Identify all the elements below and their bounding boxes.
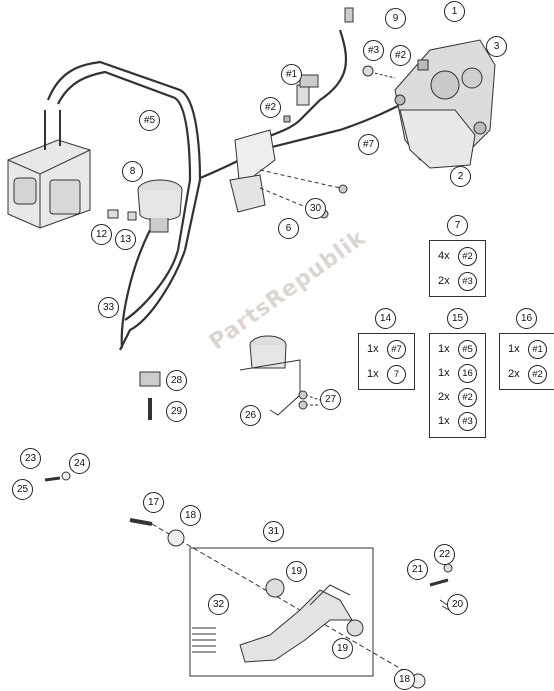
callout-12[interactable]: 12 bbox=[91, 224, 112, 245]
kit-15-row: 1x #5 bbox=[430, 340, 485, 362]
kit-qty: 1x bbox=[367, 343, 379, 355]
washer-icon bbox=[61, 471, 71, 481]
kit-16-row: 1x #1 bbox=[500, 340, 554, 362]
kit-qty: 1x bbox=[438, 367, 450, 379]
switch-icon bbox=[139, 371, 161, 387]
callout-19b[interactable]: 19 bbox=[332, 638, 353, 659]
callout-17[interactable]: 17 bbox=[143, 492, 164, 513]
callout-9[interactable]: 9 bbox=[385, 8, 406, 29]
kit-15-row: 2x #2 bbox=[430, 388, 485, 410]
callout-hash-2-mid[interactable]: #2 bbox=[260, 97, 281, 118]
kit-ref[interactable]: #2 bbox=[458, 388, 477, 407]
kit-qty: 2x bbox=[438, 391, 450, 403]
callout-18a[interactable]: 18 bbox=[180, 505, 201, 526]
hose-bracket-icon bbox=[229, 129, 348, 219]
kit-7-label[interactable]: 7 bbox=[447, 215, 468, 236]
reservoir-icon bbox=[107, 179, 183, 233]
kit-7-box: 4x #2 2x #3 bbox=[429, 240, 486, 297]
callout-29[interactable]: 29 bbox=[166, 401, 187, 422]
kit-ref[interactable]: #2 bbox=[458, 247, 477, 266]
kit-15-row: 1x #3 bbox=[430, 412, 485, 434]
callout-30[interactable]: 30 bbox=[305, 198, 326, 219]
kit-16-row: 2x #2 bbox=[500, 365, 554, 387]
bleeder-icon bbox=[44, 476, 61, 482]
brake-hose-icon bbox=[46, 29, 411, 351]
kit-7-row: 2x #3 bbox=[430, 272, 485, 294]
kit-qty: 4x bbox=[438, 250, 450, 262]
kit-qty: 2x bbox=[508, 368, 520, 380]
callout-19a[interactable]: 19 bbox=[286, 561, 307, 582]
kit-qty: 1x bbox=[508, 343, 520, 355]
kit-14-row: 1x 7 bbox=[359, 365, 414, 387]
kit-14-box: 1x #7 1x 7 bbox=[358, 333, 415, 390]
kit-16-label[interactable]: 16 bbox=[516, 308, 537, 329]
kit-ref[interactable]: #1 bbox=[528, 340, 547, 359]
kit-ref[interactable]: #5 bbox=[458, 340, 477, 359]
callout-21[interactable]: 21 bbox=[407, 559, 428, 580]
callout-20[interactable]: 20 bbox=[447, 594, 468, 615]
callout-8[interactable]: 8 bbox=[122, 161, 143, 182]
callout-22[interactable]: 22 bbox=[434, 544, 455, 565]
kit-ref[interactable]: #3 bbox=[458, 272, 477, 291]
callout-1[interactable]: 1 bbox=[444, 1, 465, 22]
abs-unit-icon bbox=[7, 110, 91, 229]
callout-23[interactable]: 23 bbox=[20, 448, 41, 469]
callout-hash-7[interactable]: #7 bbox=[358, 134, 379, 155]
kit-qty: 1x bbox=[438, 343, 450, 355]
kit-ref[interactable]: #3 bbox=[458, 412, 477, 431]
kit-16-box: 1x #1 2x #2 bbox=[499, 333, 554, 390]
callout-31[interactable]: 31 bbox=[263, 521, 284, 542]
brake-pedal-icon bbox=[239, 578, 364, 663]
kit-ref[interactable]: 16 bbox=[458, 364, 477, 383]
kit-qty: 1x bbox=[367, 368, 379, 380]
callout-6[interactable]: 6 bbox=[278, 218, 299, 239]
callout-25[interactable]: 25 bbox=[12, 479, 33, 500]
rear-reservoir-icon bbox=[239, 335, 321, 416]
callout-2[interactable]: 2 bbox=[450, 166, 471, 187]
spring-icon bbox=[192, 627, 216, 653]
callout-27[interactable]: 27 bbox=[320, 389, 341, 410]
callout-28[interactable]: 28 bbox=[166, 370, 187, 391]
callout-32[interactable]: 32 bbox=[208, 594, 229, 615]
kit-7-row: 4x #2 bbox=[430, 247, 485, 269]
assembly-31-frame bbox=[189, 547, 374, 677]
callout-24[interactable]: 24 bbox=[69, 453, 90, 474]
callout-hash-2-top[interactable]: #2 bbox=[390, 45, 411, 66]
kit-ref[interactable]: 7 bbox=[387, 365, 406, 384]
kit-qty: 1x bbox=[438, 415, 450, 427]
kit-ref[interactable]: #7 bbox=[387, 340, 406, 359]
callout-33[interactable]: 33 bbox=[98, 297, 119, 318]
callout-26[interactable]: 26 bbox=[240, 405, 261, 426]
callout-18b[interactable]: 18 bbox=[394, 669, 415, 690]
brake-caliper-icon bbox=[362, 39, 496, 169]
kit-15-label[interactable]: 15 bbox=[447, 308, 468, 329]
callout-hash-5[interactable]: #5 bbox=[139, 110, 160, 131]
callout-3[interactable]: 3 bbox=[486, 36, 507, 57]
kit-ref[interactable]: #2 bbox=[528, 365, 547, 384]
kit-15-row: 1x 16 bbox=[430, 364, 485, 386]
banjo-fitting-icon bbox=[283, 7, 354, 123]
callout-hash-1[interactable]: #1 bbox=[281, 64, 302, 85]
kit-14-row: 1x #7 bbox=[359, 340, 414, 362]
kit-15-box: 1x #5 1x 16 2x #2 1x #3 bbox=[429, 333, 486, 438]
kit-qty: 2x bbox=[438, 275, 450, 287]
callout-hash-3[interactable]: #3 bbox=[363, 40, 384, 61]
kit-14-label[interactable]: 14 bbox=[375, 308, 396, 329]
callout-13[interactable]: 13 bbox=[115, 229, 136, 250]
